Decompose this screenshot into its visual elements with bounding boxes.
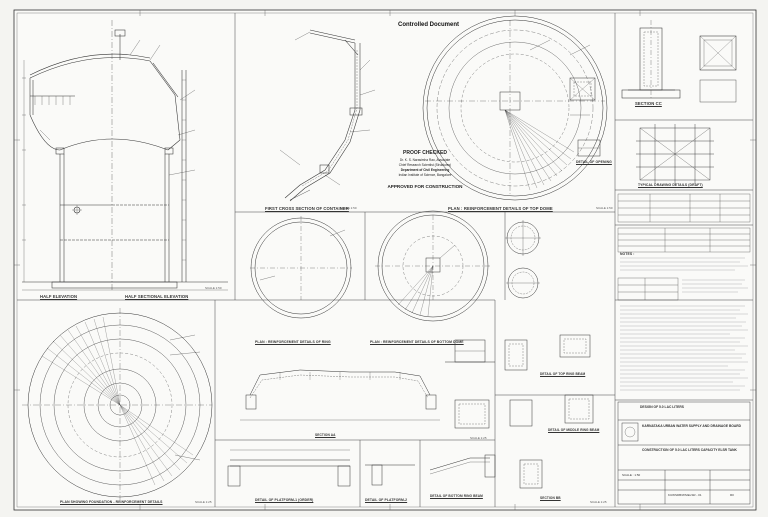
scale-note: SCALE 1:50 bbox=[205, 286, 222, 290]
caption-half-section: HALF SECTIONAL ELEVATION bbox=[125, 294, 189, 299]
caption-bottom-ring: DETAIL OF BOTTOM RING BEAM bbox=[430, 494, 483, 498]
caption-bottom-dome: PLAN : REINFORCEMENT DETAILS OF BOTTOM D… bbox=[370, 340, 464, 344]
caption-top-dome: PLAN : REINFORCEMENT DETAILS OF TOP DOME bbox=[448, 206, 553, 211]
drawing-number: KUWSDB/WS/ELSR - 01 bbox=[668, 493, 702, 497]
scale-note: SCALE 1:25 bbox=[590, 500, 607, 504]
section-cc bbox=[621, 20, 737, 103]
caption-cross-section: FIRST CROSS SECTION OF CONTAINER bbox=[265, 206, 349, 211]
stamp-line-3: Department of Civil Engineering bbox=[400, 168, 450, 172]
stamp-line-4: Indian Institute of Science, Bangalore bbox=[398, 173, 452, 177]
title-block-box bbox=[617, 401, 751, 505]
caption-detail-opening: DETAIL OF OPENING bbox=[576, 160, 612, 164]
caption-platform-1: DETAIL OF PLATFORM-1 (ORDER) bbox=[255, 498, 314, 502]
scale-note: SCALE 1:50 bbox=[340, 206, 357, 210]
sheet-border bbox=[13, 9, 757, 511]
stamp-line-1: Dr. K. S. Narasimha Rao, Associate bbox=[399, 158, 451, 162]
caption-section-bb: SECTION BB bbox=[540, 496, 561, 500]
caption-foundation: PLAN SHOWING FOUNDATION - REINFORCEMENT … bbox=[60, 500, 163, 504]
scale-note: SCALE 1:25 bbox=[195, 500, 212, 504]
typical-detail-grid bbox=[636, 124, 714, 184]
title-project: CONSTRUCTION OF 5.0 LAC LITERS CAPACITY … bbox=[642, 448, 737, 452]
bottom-dome-plan bbox=[375, 210, 492, 322]
notes-lines bbox=[620, 257, 748, 391]
drawing-scale: SCALE : 1:50 bbox=[622, 473, 641, 477]
revision: R0 bbox=[730, 493, 734, 497]
caption-top-ring: DETAIL OF TOP RING BEAM bbox=[540, 372, 586, 376]
foundation-plan bbox=[22, 308, 213, 500]
caption-section-aa: SECTION AA bbox=[315, 433, 336, 437]
top-dome-plan bbox=[422, 15, 608, 201]
scale-note: SCALE 1:25 bbox=[470, 436, 487, 440]
caption-ring-plan: PLAN : REINFORCEMENT DETAILS OF RING bbox=[255, 340, 331, 344]
platform-details bbox=[227, 334, 594, 489]
controlled-document-label: Controlled Document bbox=[398, 22, 459, 28]
caption-section-cc: SECTION CC bbox=[635, 101, 662, 106]
caption-middle-ring: DETAIL OF MIDDLE RING BEAM bbox=[548, 428, 600, 432]
caption-platform-2: DETAIL OF PLATFORM-2 bbox=[365, 498, 408, 502]
container-cross-section bbox=[279, 29, 376, 202]
scale-note: SCALE 1:50 bbox=[596, 206, 613, 210]
caption-half-elevation: HALF ELEVATION bbox=[40, 294, 78, 299]
title-client: KARNATAKA URBAN WATER SUPPLY AND DRAINAG… bbox=[642, 424, 742, 428]
stamp-heading: PROOF CHECKED bbox=[403, 150, 447, 156]
stamp-line-2: Chief Research Scientist (Structures) bbox=[398, 163, 452, 167]
schedule-tables bbox=[617, 193, 751, 301]
caption-typical-detail: TYPICAL DRAWING DETAILS (DRAFT) bbox=[638, 183, 703, 187]
elevation-drawing bbox=[22, 20, 228, 291]
approval-stamp: APPROVED FOR CONSTRUCTION bbox=[387, 184, 463, 189]
title-sheet: DESIGN OF 5.0 LAC LITERS bbox=[640, 405, 684, 409]
notes-heading: NOTES : bbox=[620, 252, 635, 256]
ring-plan bbox=[250, 216, 352, 319]
opening-details bbox=[505, 220, 541, 299]
